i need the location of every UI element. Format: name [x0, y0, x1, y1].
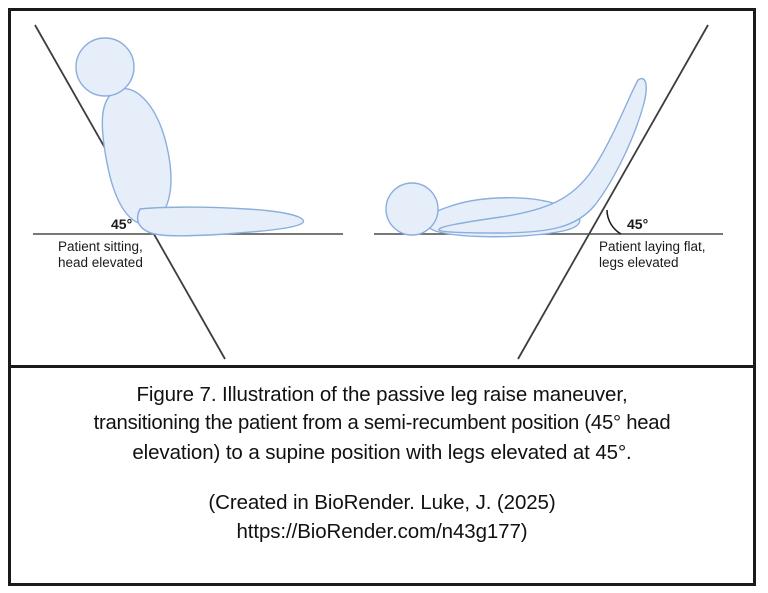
attribution-block: (Created in BioRender. Luke, J. (2025) h… — [17, 488, 747, 546]
right-scene-caption-line1: Patient laying flat, — [599, 239, 706, 254]
left-scene-caption-line1: Patient sitting, — [58, 239, 143, 254]
torso-shape-left — [101, 88, 172, 225]
legs-shape-left — [136, 206, 305, 237]
incline-line-right — [517, 24, 709, 360]
left-scene-group: 45° Patient sitting, head elevated — [33, 24, 343, 360]
right-scene-group: 45° Patient laying flat, legs elevated — [374, 24, 723, 360]
caption-line-2: transitioning the patient from a semi-re… — [93, 412, 671, 434]
angle-label-right: 45° — [627, 216, 648, 232]
head-shape-left — [75, 37, 135, 97]
head-shape-right — [385, 182, 439, 236]
left-scene-caption-line2: head elevated — [58, 255, 143, 270]
caption-line-1: Figure 7. Illustration of the passive le… — [136, 383, 628, 406]
illustration-svg: 45° Patient sitting, head elevated — [33, 24, 723, 360]
legs-shape-right — [438, 77, 647, 234]
caption-line-3: elevation) to a supine position with leg… — [132, 441, 632, 464]
angle-label-left: 45° — [111, 216, 132, 232]
attribution-line-url: https://BioRender.com/n43g177) — [236, 520, 528, 543]
figure-container: 45° Patient sitting, head elevated — [8, 8, 756, 586]
right-scene-caption-line2: legs elevated — [599, 255, 679, 270]
illustration-panel: 45° Patient sitting, head elevated — [11, 11, 753, 368]
caption-panel: Figure 7. Illustration of the passive le… — [11, 371, 753, 583]
angle-arc-right — [606, 209, 622, 235]
attribution-line-created: (Created in BioRender. Luke, J. (2025) — [208, 491, 556, 514]
